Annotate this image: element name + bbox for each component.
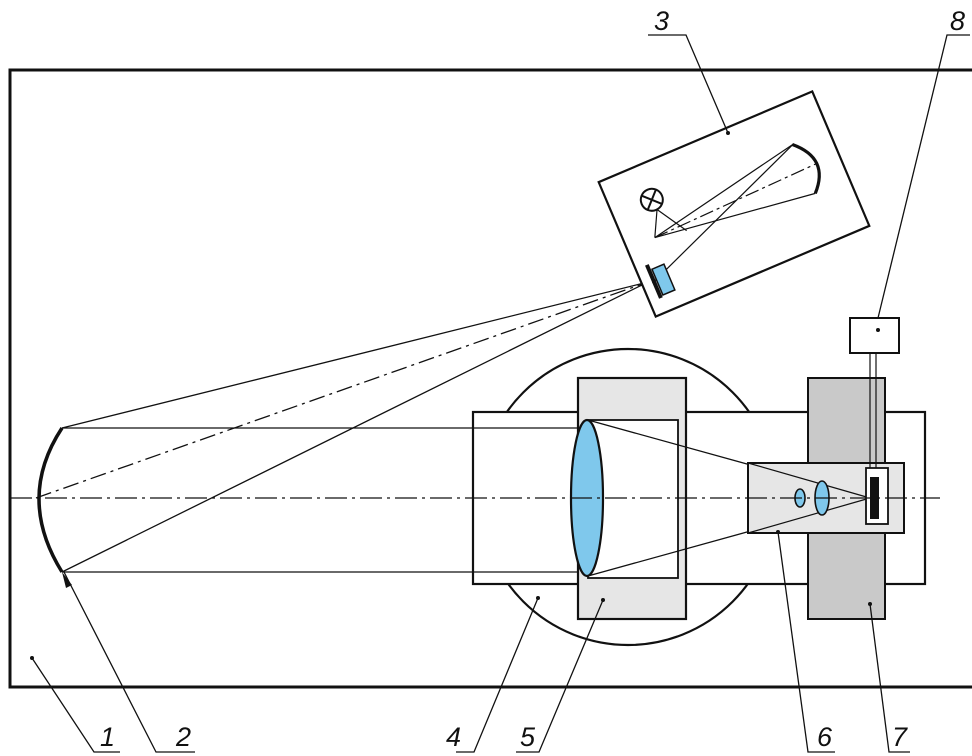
projector-axis (654, 162, 818, 239)
lamp-icon (639, 187, 664, 212)
callout-2: 2 (175, 722, 191, 752)
callout-6: 6 (817, 722, 833, 752)
callout-4: 4 (446, 722, 461, 752)
collimated-beam-inner (473, 427, 588, 573)
detector-sensor (870, 477, 879, 519)
electronics-box (849, 317, 900, 354)
callout-5: 5 (520, 722, 536, 752)
projector-box (597, 90, 871, 318)
projector-internal-rays (652, 143, 816, 284)
collimator-mirror (37, 427, 64, 573)
projector-housing (597, 90, 871, 318)
test-target (650, 263, 676, 296)
callout-3: 3 (654, 6, 669, 36)
leader-dots (30, 131, 880, 660)
callout-8: 8 (950, 6, 965, 36)
aperture-plate (645, 264, 663, 299)
leader-lines (31, 34, 970, 753)
callout-7: 7 (892, 722, 908, 752)
base-frame (8, 68, 972, 689)
relay-rays (747, 462, 871, 534)
callout-1: 1 (100, 722, 115, 752)
chief-ray-dashdot (35, 281, 649, 499)
leader-arrowhead (62, 572, 72, 588)
rays-to-projector (61, 281, 649, 573)
